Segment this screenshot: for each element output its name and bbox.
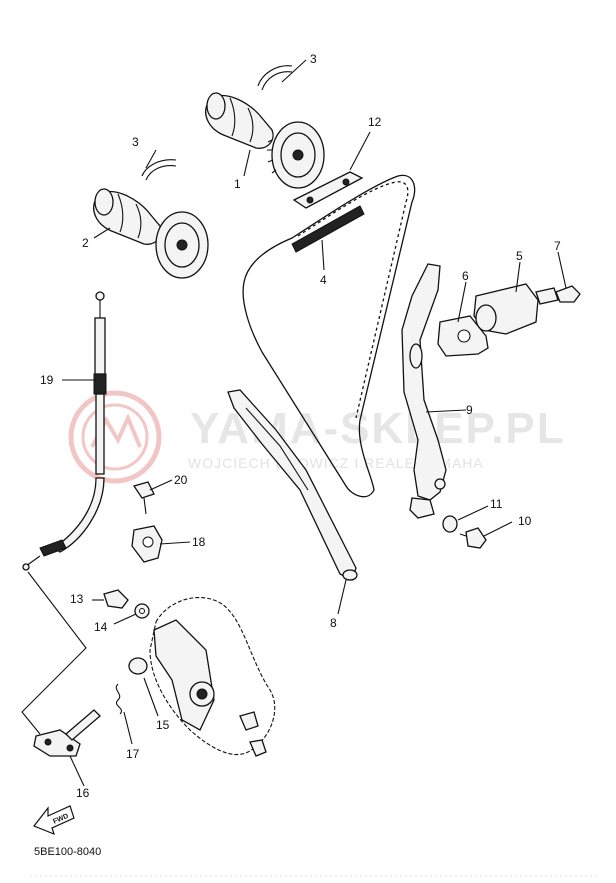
callout-17: 17: [126, 747, 140, 761]
callout-labels: 1 2 3 3 4 5 6 7 8 9 10 11 12 13 14 15 16…: [40, 52, 561, 800]
callout-9: 9: [466, 403, 473, 417]
callout-15: 15: [156, 718, 170, 732]
callout-14: 14: [94, 620, 108, 634]
callout-5: 5: [516, 249, 523, 263]
callout-11: 11: [490, 497, 503, 511]
watermark-logo: [68, 390, 162, 484]
callout-10: 10: [518, 514, 532, 528]
tensioner-guide: [401, 263, 447, 519]
cam-chain: [242, 174, 416, 498]
cable-route-line: [21, 571, 87, 735]
chain-guide-top: [292, 171, 364, 209]
bolt-washer-10-11: [442, 515, 487, 549]
fwd-arrow-icon: FWD: [33, 805, 75, 836]
watermark: YAMA-SKLEP.PL WOJCIECH DROWICZ I REALE Y…: [68, 390, 564, 484]
chain-tensioner: [437, 283, 581, 357]
callout-4: 4: [320, 273, 327, 287]
decompression-cable: [22, 291, 107, 571]
callout-12: 12: [368, 115, 382, 129]
callout-18: 18: [192, 535, 206, 549]
callout-8: 8: [330, 616, 337, 630]
callout-3a: 3: [310, 52, 317, 66]
decomp-lever: [33, 709, 101, 757]
callout-20: 20: [174, 473, 188, 487]
watermark-sub-text: WOJCIECH DROWICZ I REALE YAMAHA: [188, 455, 484, 471]
callout-7: 7: [554, 239, 561, 253]
callout-19: 19: [40, 373, 54, 387]
decompressor-housing: [149, 597, 276, 757]
decomp-parts-15-17: [115, 657, 148, 715]
callout-3b: 3: [132, 135, 139, 149]
diagram-code: 5BE100-8040: [34, 846, 101, 858]
callout-13: 13: [70, 592, 84, 606]
callout-2: 2: [82, 236, 89, 250]
leader-lines: [62, 59, 567, 787]
camshaft-intake: [93, 159, 209, 279]
callout-1: 1: [234, 177, 241, 191]
bolt-washer-13-14: [103, 589, 150, 619]
callout-16: 16: [76, 786, 90, 800]
cable-holder: [131, 481, 163, 563]
chain-guide-front: [227, 389, 358, 581]
camshaft-exhaust: [205, 65, 325, 189]
callout-6: 6: [462, 269, 469, 283]
